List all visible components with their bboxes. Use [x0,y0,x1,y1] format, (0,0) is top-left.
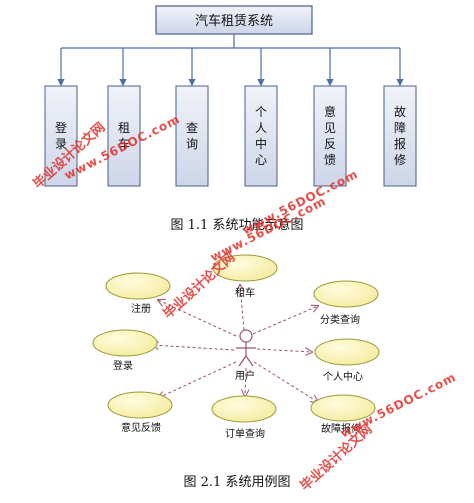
module-box-query [175,85,209,187]
use-case-ellipses [92,254,380,423]
root-box [155,5,313,35]
use-case-rent [212,254,278,282]
module-boxes [44,85,417,187]
use-case-personal [314,338,380,366]
actor-label: 用户 [235,369,255,382]
use-case-feedback [107,391,173,419]
label-order-query: 订单查询 [225,427,265,440]
association-arrows [152,285,318,402]
module-box-feedback [313,85,347,187]
use-case-category-query [313,280,379,308]
label-register: 注册 [131,302,151,315]
figure-2-caption: 图 2.1 系统用例图 [183,475,291,490]
use-case-labels: 租车 分类查询 注册 个人中心 登录 故障报修 意见反馈 订单查询 [113,286,363,440]
use-case-register [105,272,171,300]
use-case-repair [310,394,376,422]
label-feedback: 意见反馈 [121,421,161,434]
module-label: 故障报修 [394,104,406,167]
module-label: 查询 [186,121,198,151]
use-case-order-query [211,395,277,423]
actor-figure [236,329,256,367]
module-label: 租车 [118,121,130,151]
figure-1-caption: 图 1.1 系统功能示意图 [170,218,304,233]
module-box-personal [244,85,278,187]
use-case-diagram: 用户 租车 分类查询 注册 个人中心 登录 故障 [92,254,380,440]
module-label: 意见反馈 [324,104,336,167]
connectors [57,34,404,87]
module-label: 登录 [55,120,67,151]
label-repair: 故障报修 [321,422,361,435]
label-personal: 个人中心 [323,370,363,383]
module-box-login [44,85,78,187]
module-label: 个人中心 [255,105,267,167]
label-category-query: 分类查询 [320,313,360,326]
module-labels: 登录 租车 查询 个人中心 意见反馈 故障报修 [55,104,406,167]
label-rent: 租车 [235,286,255,299]
use-case-login [92,329,158,357]
label-login: 登录 [113,359,133,372]
module-box-rent [107,85,141,187]
function-diagram: 汽车租赁系统 登录 租车 查询 个人中心 意见反馈 故障报修 [44,5,417,187]
root-label: 汽车租赁系统 [195,13,273,29]
module-box-repair [383,85,417,187]
